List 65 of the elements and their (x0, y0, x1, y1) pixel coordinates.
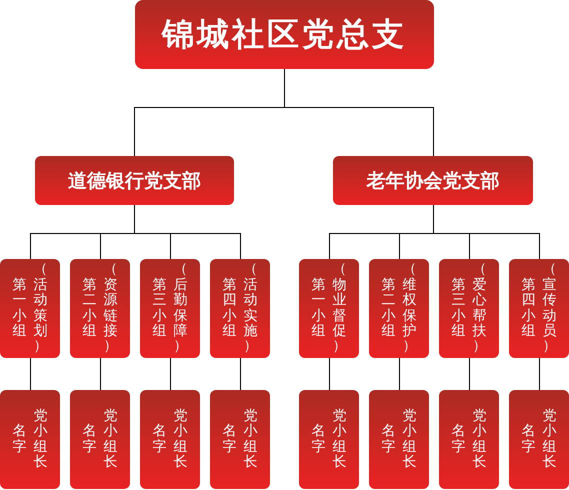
unit-label: 锦城社区党总支 (162, 14, 407, 54)
connector-line (284, 68, 434, 156)
unit-label: 党小组长 (332, 408, 346, 470)
unit-label: 党小组长 (244, 408, 258, 470)
unit-label: （活动策划） (34, 262, 48, 355)
org-unit-box (210, 259, 270, 358)
unit-label: 老年协会党支部 (366, 168, 500, 194)
unit-label: 第二小组 (82, 278, 96, 340)
org-unit-box (439, 390, 499, 489)
unit-label: 党小组长 (174, 408, 188, 470)
unit-label: 名字 (222, 424, 236, 455)
connector-line (30, 358, 31, 390)
unit-label: 道德银行党支部 (68, 168, 201, 194)
org-unit-box (0, 390, 60, 489)
unit-label: 党小组长 (472, 408, 486, 470)
unit-label: 名字 (522, 424, 536, 455)
org-unit-box (333, 156, 533, 205)
unit-label: 名字 (312, 424, 326, 455)
org-unit-box (135, 0, 434, 69)
connector-line (399, 358, 400, 390)
unit-label: 第一小组 (12, 278, 26, 340)
unit-label: 党小组长 (542, 408, 556, 470)
org-unit-box (439, 259, 499, 358)
connector-line (240, 358, 241, 390)
unit-label: 第一小组 (312, 278, 326, 340)
org-unit-box (140, 259, 200, 358)
connector-line (134, 204, 241, 260)
org-unit-box (509, 259, 569, 358)
unit-label: （物业督促） (332, 262, 346, 355)
org-unit-box (140, 390, 200, 489)
unit-label: （活动实施） (244, 262, 258, 355)
connector-line (100, 358, 101, 390)
unit-label: （后勤保障） (174, 262, 188, 355)
unit-label: 第三小组 (152, 278, 166, 340)
connector-line (329, 358, 330, 390)
unit-label: 党小组长 (402, 408, 416, 470)
unit-label: 名字 (382, 424, 396, 455)
org-unit-box (0, 259, 60, 358)
unit-label: 党小组长 (104, 408, 118, 470)
org-unit-box (509, 390, 569, 489)
org-unit-box (369, 390, 429, 489)
connector-line (539, 358, 540, 390)
org-unit-box (299, 259, 359, 358)
org-unit-box (299, 390, 359, 489)
org-unit-box (70, 259, 130, 358)
unit-label: （资源链接） (104, 262, 118, 355)
org-unit-box (210, 390, 270, 489)
unit-label: 第二小组 (382, 278, 396, 340)
unit-label: 名字 (12, 424, 26, 455)
org-unit-box (35, 156, 234, 205)
unit-label: （宣传动员） (542, 262, 556, 355)
unit-label: （爱心帮扶） (472, 262, 486, 355)
unit-label: 第三小组 (452, 278, 466, 340)
unit-label: 党小组长 (34, 408, 48, 470)
connector-line (469, 358, 470, 390)
org-unit-box (369, 259, 429, 358)
unit-label: 名字 (152, 424, 166, 455)
connector-line (433, 204, 540, 260)
org-unit-box (70, 390, 130, 489)
unit-label: 第四小组 (522, 278, 536, 340)
unit-label: 第四小组 (222, 278, 236, 340)
unit-label: （维权保护） (402, 262, 416, 355)
connector-line (170, 358, 171, 390)
unit-label: 名字 (82, 424, 96, 455)
unit-label: 名字 (452, 424, 466, 455)
